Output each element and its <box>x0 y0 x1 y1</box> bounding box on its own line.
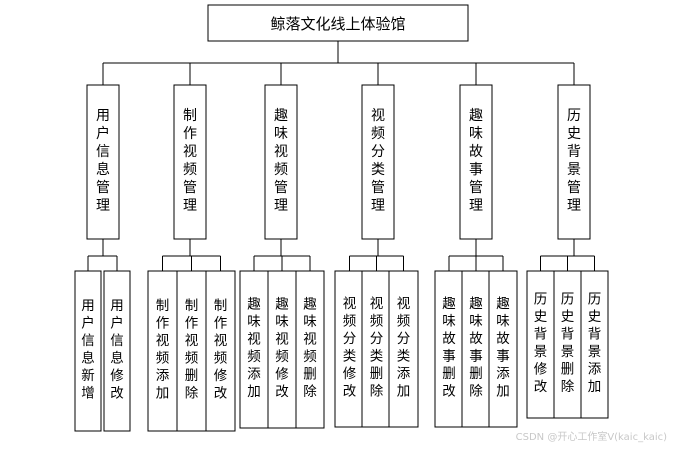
submodule-box <box>553 270 582 419</box>
submodule-box <box>205 270 236 432</box>
submodule-label: 趣味故事删除 <box>469 296 483 400</box>
module-label: 视频分类管理 <box>371 108 385 214</box>
submodule-label: 历史背景修改 <box>534 291 548 395</box>
submodule-label: 视频分类修改 <box>343 296 357 400</box>
submodule-label: 视频分类添加 <box>397 296 411 400</box>
module-box <box>361 84 395 240</box>
submodule-label: 视频分类删除 <box>370 296 384 400</box>
module-label: 制作视频管理 <box>183 108 197 214</box>
root-title: 鲸落文化线上体验馆 <box>270 15 405 33</box>
submodule-box <box>580 270 609 419</box>
submodule-box <box>176 270 207 432</box>
module-box <box>459 84 493 240</box>
submodule-box <box>388 270 419 428</box>
submodule-label: 用户信息新增 <box>81 298 95 402</box>
submodule-box <box>334 270 365 428</box>
module-label: 趣味视频管理 <box>274 108 288 214</box>
submodule-box <box>74 270 102 432</box>
submodule-label: 历史背景添加 <box>588 291 602 395</box>
module-box <box>264 84 298 240</box>
submodule-label: 制作视频添加 <box>156 298 170 402</box>
submodule-label: 趣味视频添加 <box>247 296 261 400</box>
submodule-box <box>434 270 464 428</box>
submodule-label: 趣味视频修改 <box>275 296 289 400</box>
submodule-label: 趣味故事添加 <box>496 296 510 400</box>
submodule-box <box>295 270 325 429</box>
submodule-label: 用户信息修改 <box>110 298 124 402</box>
module-box <box>86 84 120 240</box>
submodule-label: 制作视频删除 <box>185 298 199 402</box>
submodule-label: 历史背景删除 <box>561 291 575 395</box>
submodule-box <box>488 270 518 428</box>
module-box <box>173 84 207 240</box>
submodule-box <box>103 270 131 432</box>
submodule-label: 趣味故事删改 <box>442 296 456 400</box>
submodule-box <box>361 270 392 428</box>
submodule-box <box>239 270 269 429</box>
module-label: 用户信息管理 <box>96 108 110 214</box>
submodule-label: 制作视频修改 <box>214 298 228 402</box>
submodule-box <box>526 270 555 419</box>
module-label: 历史背景管理 <box>567 108 581 214</box>
watermark: CSDN @开心工作室V(kaic_kaic) <box>515 432 667 443</box>
module-label: 趣味故事管理 <box>469 108 483 214</box>
root-box <box>207 4 469 42</box>
module-box <box>557 84 591 240</box>
submodule-label: 趣味视频删除 <box>303 296 317 400</box>
